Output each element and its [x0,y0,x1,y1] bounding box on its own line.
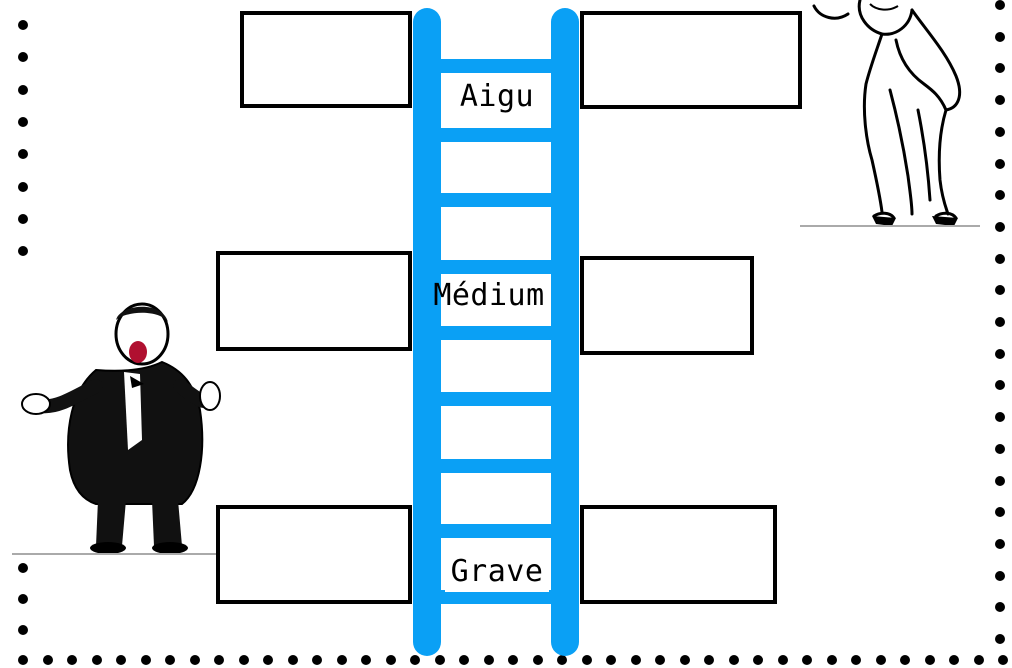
border-dot [995,221,1005,232]
level-label-grave: Grave [445,552,549,592]
ladder-rung [427,128,577,142]
border-dot [508,655,518,665]
border-dot [875,655,886,665]
ladder-rung [427,459,577,473]
ladder-rung [427,392,577,406]
border-dot [238,655,249,665]
border-dot [165,655,175,665]
border-dot [728,655,739,665]
border-dot [18,52,28,63]
border-dot [995,158,1005,169]
border-dot [973,655,984,665]
ladder-rung [427,524,577,538]
border-dot [581,655,592,665]
border-dot [189,655,200,665]
level-label-aigu: Aigu [445,77,549,117]
border-dot [18,655,28,665]
border-dot [18,246,28,257]
ladder-rung [427,590,577,604]
border-dot [312,655,322,665]
border-dot [995,348,1005,359]
answer-box-bottom-left[interactable] [216,505,412,604]
border-dot [995,285,1005,296]
border-dot [995,190,1005,201]
border-dot [557,655,567,665]
border-dot [851,655,861,665]
border-dot [18,594,28,604]
border-dot [995,412,1005,423]
soprano-singer-illustration [812,0,962,226]
border-dot [91,655,102,665]
ladder-rung [427,59,577,73]
border-dot [995,443,1005,454]
border-dot [336,655,347,665]
border-dot [18,563,28,573]
answer-box-top-left[interactable] [240,11,412,108]
tenor-singer-illustration [21,302,221,554]
border-dot [995,63,1005,74]
border-dot [116,655,126,665]
border-dot [361,655,371,665]
border-dot [826,655,837,665]
left-floor-line [12,553,217,555]
level-label-medium: Médium [433,278,545,313]
border-dot [995,126,1005,137]
border-dot [434,655,445,665]
border-dot [924,655,935,665]
ladder-rung [427,260,577,274]
border-dot [42,655,53,665]
border-dot [704,655,714,665]
border-dot [18,149,28,160]
border-dot [900,655,910,665]
answer-box-top-right[interactable] [580,11,802,109]
border-dot [995,317,1005,327]
border-dot [995,475,1005,486]
right-floor-line [800,225,980,227]
border-dot [18,181,28,192]
border-dot [995,380,1005,391]
border-dot [410,655,420,665]
border-dot [385,655,396,665]
ladder-rung [427,193,577,207]
border-dot [483,655,494,665]
border-dot [995,31,1005,42]
border-dot [18,625,28,635]
border-dot [18,116,28,127]
border-dot [18,84,28,95]
border-dot [998,655,1008,665]
border-dot [995,0,1005,10]
border-dot [995,634,1005,644]
ladder-rung [427,326,577,340]
border-dot [287,655,298,665]
border-dot [655,655,665,665]
border-dot [459,655,469,665]
border-dot [949,655,959,665]
border-dot [995,538,1005,549]
border-dot [753,655,763,665]
border-dot [630,655,641,665]
border-dot [18,213,28,224]
answer-box-bottom-right[interactable] [580,505,777,604]
answer-box-middle-right[interactable] [580,256,754,355]
border-dot [214,655,224,665]
border-dot [140,655,151,665]
border-dot [777,655,788,665]
border-dot [67,655,77,665]
border-dot [995,507,1005,518]
border-dot [995,95,1005,106]
border-dot [802,655,812,665]
answer-box-middle-left[interactable] [216,251,412,351]
border-dot [18,20,28,30]
border-dot [263,655,273,665]
border-dot [679,655,690,665]
border-dot [995,253,1005,264]
border-dot [606,655,616,665]
border-dot [995,602,1005,613]
border-dot [532,655,543,665]
border-dot [995,570,1005,581]
